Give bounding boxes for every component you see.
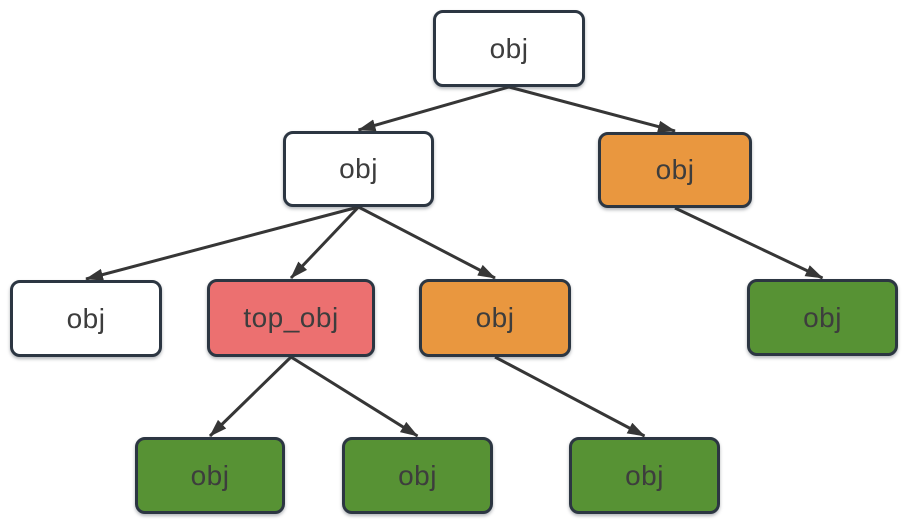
tree-edge-l3-top-obj-to-leaf-2	[290, 355, 419, 438]
tree-node-l2-right: obj	[598, 132, 752, 208]
tree-node-label: obj	[190, 459, 230, 491]
tree-edge-l3-top-obj-to-leaf-1	[208, 355, 293, 438]
tree-node-leaf-1: obj	[135, 437, 285, 514]
tree-edge-l3-obj-2-to-leaf-3	[494, 355, 646, 438]
tree-node-label: obj	[339, 153, 378, 184]
tree-edge-l2-left-to-l3-top-obj	[289, 205, 360, 280]
tree-node-l2-left: obj	[283, 131, 434, 207]
tree-edge-root-to-l2-left	[357, 85, 510, 132]
tree-node-l3-obj-2: obj	[419, 279, 571, 357]
tree-node-label: obj	[655, 154, 695, 185]
tree-node-label: obj	[475, 302, 515, 333]
tree-node-label: obj	[803, 301, 842, 333]
tree-node-label: top_obj	[243, 302, 339, 333]
tree-edge-l2-left-to-l3-obj-2	[357, 205, 496, 280]
tree-edge-l2-right-to-l3-obj-3	[674, 206, 824, 280]
tree-node-label: obj	[398, 459, 437, 491]
tree-edge-root-to-l2-right	[508, 85, 676, 133]
tree-node-l3-obj-1: obj	[10, 280, 162, 357]
tree-node-root: obj	[433, 10, 585, 87]
tree-node-label: obj	[489, 32, 529, 64]
tree-node-l3-top-obj: top_obj	[207, 279, 375, 357]
tree-node-label: obj	[625, 459, 664, 491]
tree-edge-l2-left-to-l3-obj-1	[85, 205, 359, 281]
tree-node-leaf-3: obj	[569, 437, 720, 514]
tree-node-leaf-2: obj	[342, 437, 493, 514]
tree-node-l3-obj-3: obj	[747, 279, 898, 356]
tree-node-label: obj	[66, 302, 106, 334]
